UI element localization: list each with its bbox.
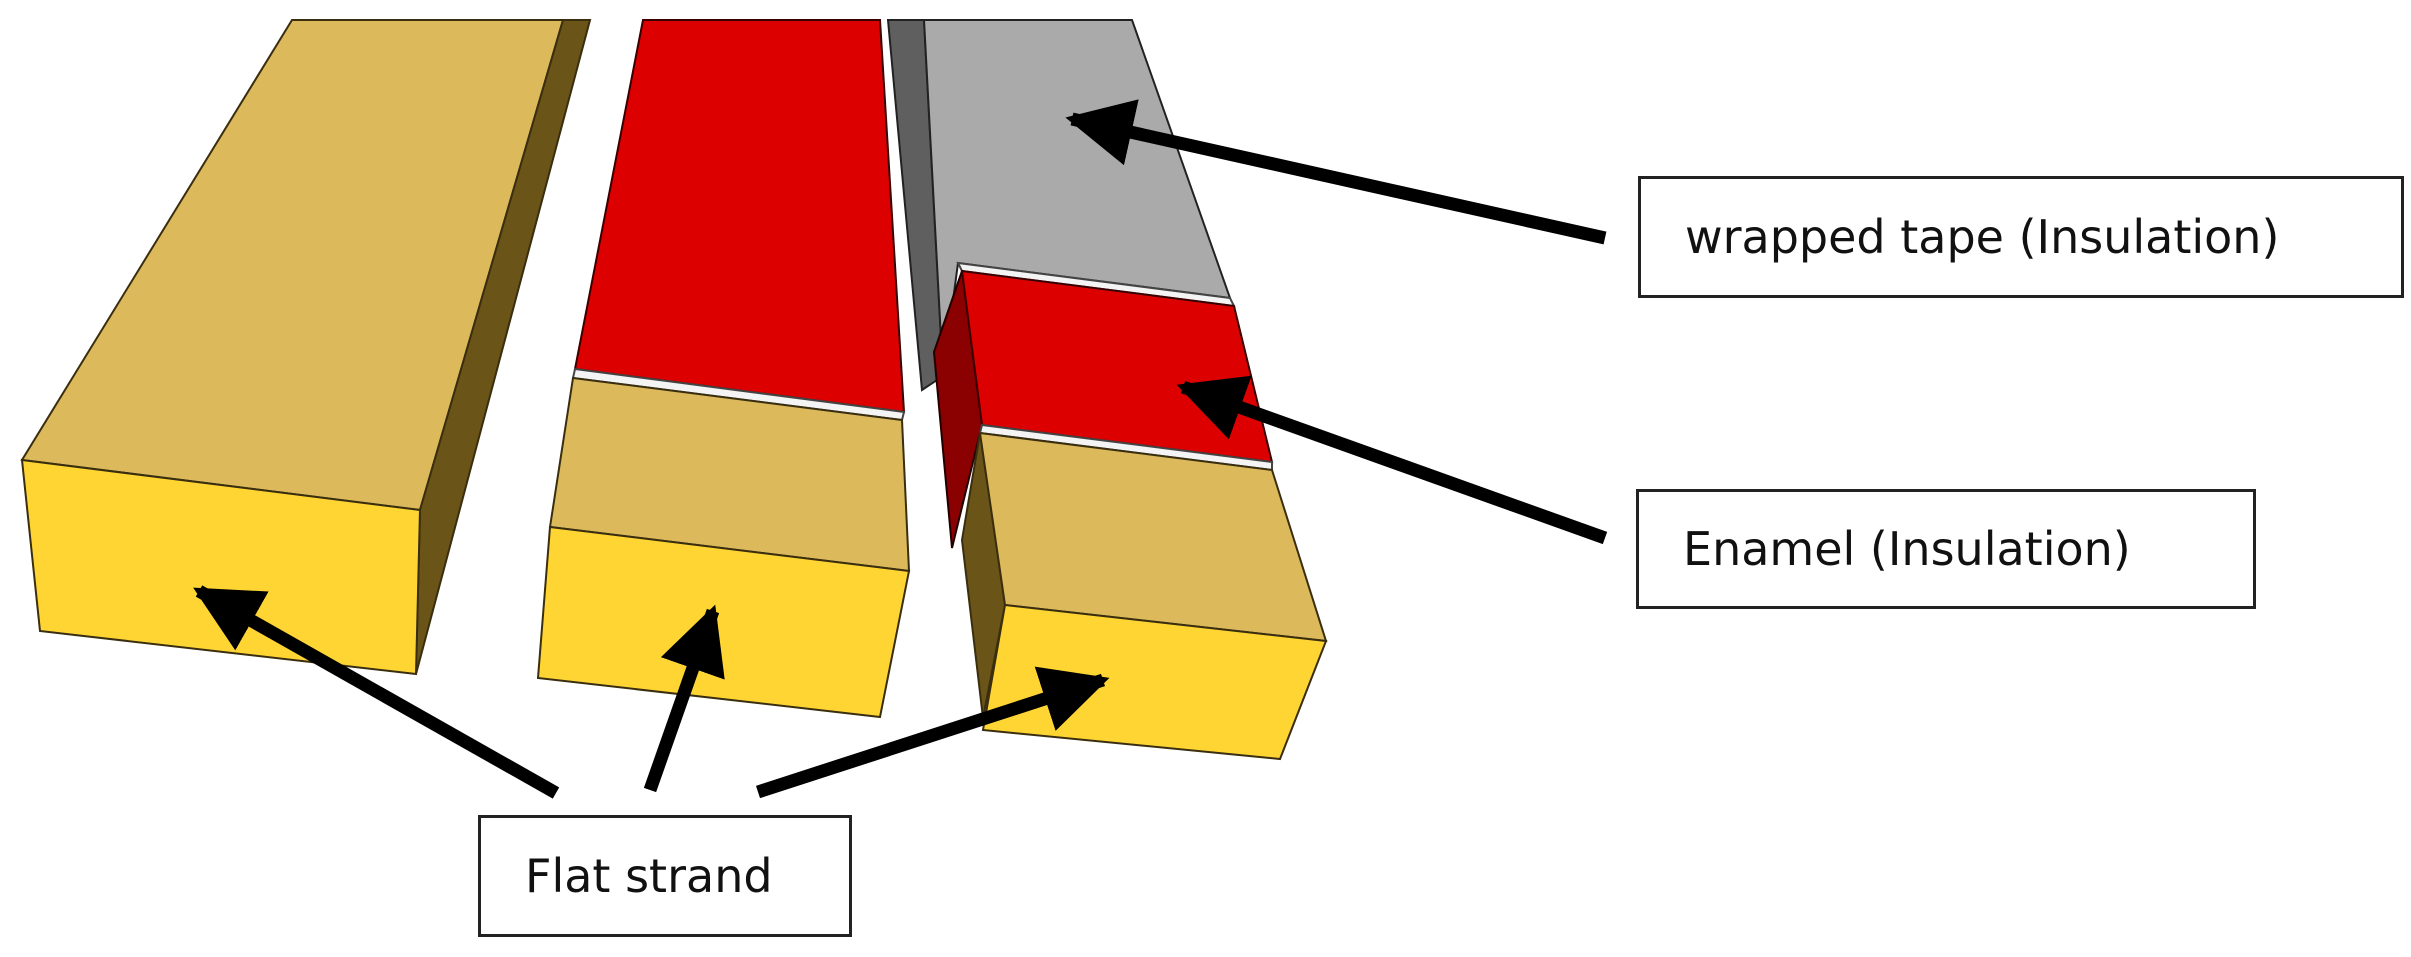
wrapped-tape-label-text: wrapped tape (Insulation) <box>1685 210 2280 264</box>
flat-strand-label: Flat strand <box>478 815 852 937</box>
bare-strand-front-face <box>20 458 422 676</box>
arrow-to-enamel-strand <box>643 604 725 793</box>
bare-flat-strand <box>20 19 592 676</box>
flat-strand-label-text: Flat strand <box>525 849 773 903</box>
tape-wrapped-flat-strand <box>886 19 1328 761</box>
enamel-coating-top <box>573 19 906 414</box>
enameled-flat-strand <box>536 19 911 719</box>
bare-strand-top-face <box>20 19 565 512</box>
enamel-label-text: Enamel (Insulation) <box>1683 522 2131 576</box>
arrow-to-wrapped-tape <box>1065 99 1607 245</box>
pointer-arrows <box>193 99 1608 799</box>
arrow-to-enamel <box>1176 375 1608 545</box>
arrow-to-tape-strand <box>755 666 1110 799</box>
arrow-to-bare-strand <box>193 585 560 799</box>
enamel-label: Enamel (Insulation) <box>1636 489 2256 609</box>
wrapped-tape-label: wrapped tape (Insulation) <box>1638 176 2404 298</box>
